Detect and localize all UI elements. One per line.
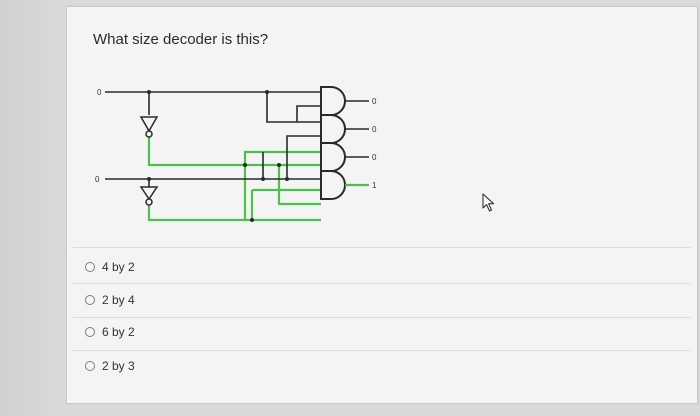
radio-button[interactable] bbox=[85, 327, 95, 337]
input-a-label: 0 bbox=[97, 88, 102, 97]
not-gate-a bbox=[139, 116, 159, 138]
junction-dots bbox=[147, 90, 289, 222]
output-1-label: 0 bbox=[372, 125, 377, 134]
divider bbox=[73, 247, 691, 248]
output-wires-dark bbox=[345, 100, 369, 158]
and-gate-3 bbox=[320, 170, 346, 200]
mouse-pointer-icon bbox=[482, 193, 495, 212]
divider bbox=[73, 283, 691, 284]
and-gate-2 bbox=[320, 142, 346, 172]
option-6-by-2[interactable]: 6 by 2 bbox=[85, 325, 135, 339]
and-gate-0 bbox=[320, 86, 346, 116]
divider bbox=[73, 350, 691, 351]
option-4-by-2[interactable]: 4 by 2 bbox=[85, 260, 135, 274]
question-text: What size decoder is this? bbox=[93, 31, 269, 48]
option-label: 2 by 4 bbox=[102, 293, 135, 307]
question-card: What size decoder is this? 0 0 bbox=[66, 6, 698, 404]
input-b-label: 0 bbox=[95, 175, 100, 184]
option-label: 6 by 2 bbox=[102, 325, 135, 339]
output-0-label: 0 bbox=[372, 97, 377, 106]
radio-button[interactable] bbox=[85, 295, 95, 305]
option-2-by-3[interactable]: 2 by 3 bbox=[85, 359, 135, 373]
not-gate-b bbox=[139, 186, 159, 206]
decoder-circuit-diagram: 0 0 bbox=[95, 86, 377, 222]
radio-button[interactable] bbox=[85, 262, 95, 272]
background-edge bbox=[0, 0, 66, 416]
option-label: 2 by 3 bbox=[102, 359, 135, 373]
input-wires bbox=[105, 91, 321, 187]
output-2-label: 0 bbox=[372, 153, 377, 162]
and-gate-1 bbox=[320, 114, 346, 144]
option-2-by-4[interactable]: 2 by 4 bbox=[85, 293, 135, 307]
and-gates bbox=[320, 86, 346, 200]
radio-button[interactable] bbox=[85, 361, 95, 371]
output-3-label: 1 bbox=[372, 181, 377, 190]
option-label: 4 by 2 bbox=[102, 260, 135, 274]
divider bbox=[73, 317, 691, 318]
